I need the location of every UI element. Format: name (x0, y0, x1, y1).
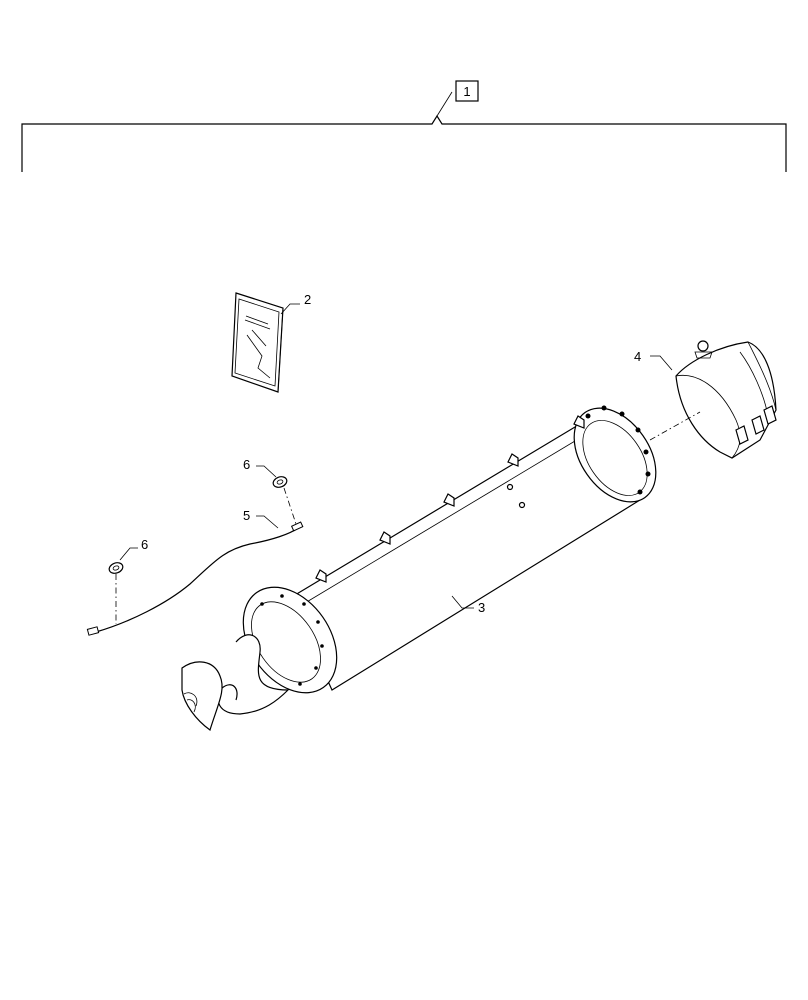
part-6-ring-terminal-upper (272, 476, 288, 488)
callout-1-box (455, 80, 479, 102)
callout-6-lower: 6 (119, 537, 148, 561)
callout-5: 5 (243, 508, 279, 529)
part-4-end-cover (675, 340, 777, 459)
auger-flight-end (181, 661, 223, 731)
svg-text:5: 5 (243, 508, 250, 523)
callout-3: 3 (451, 595, 485, 615)
tube-outlet-flange (573, 407, 657, 503)
svg-text:4: 4 (634, 349, 641, 364)
callout-2: 2 (280, 292, 311, 315)
svg-text:2: 2 (304, 292, 311, 307)
centerline-part-6-upper (283, 487, 297, 525)
part-5-cable (86, 521, 304, 636)
part-2-decal (231, 292, 284, 393)
svg-text:6: 6 (243, 457, 250, 472)
part-3-auger-tube (181, 405, 657, 731)
part-6-ring-terminal-lower (108, 562, 124, 574)
centerline-part-4 (649, 411, 701, 441)
callout-4: 4 (634, 349, 673, 371)
assembly-bracket: 1 (21, 80, 787, 172)
svg-text:3: 3 (478, 600, 485, 615)
svg-text:6: 6 (141, 537, 148, 552)
callout-6-upper: 6 (243, 457, 277, 478)
callout-1: 1 (463, 84, 470, 99)
